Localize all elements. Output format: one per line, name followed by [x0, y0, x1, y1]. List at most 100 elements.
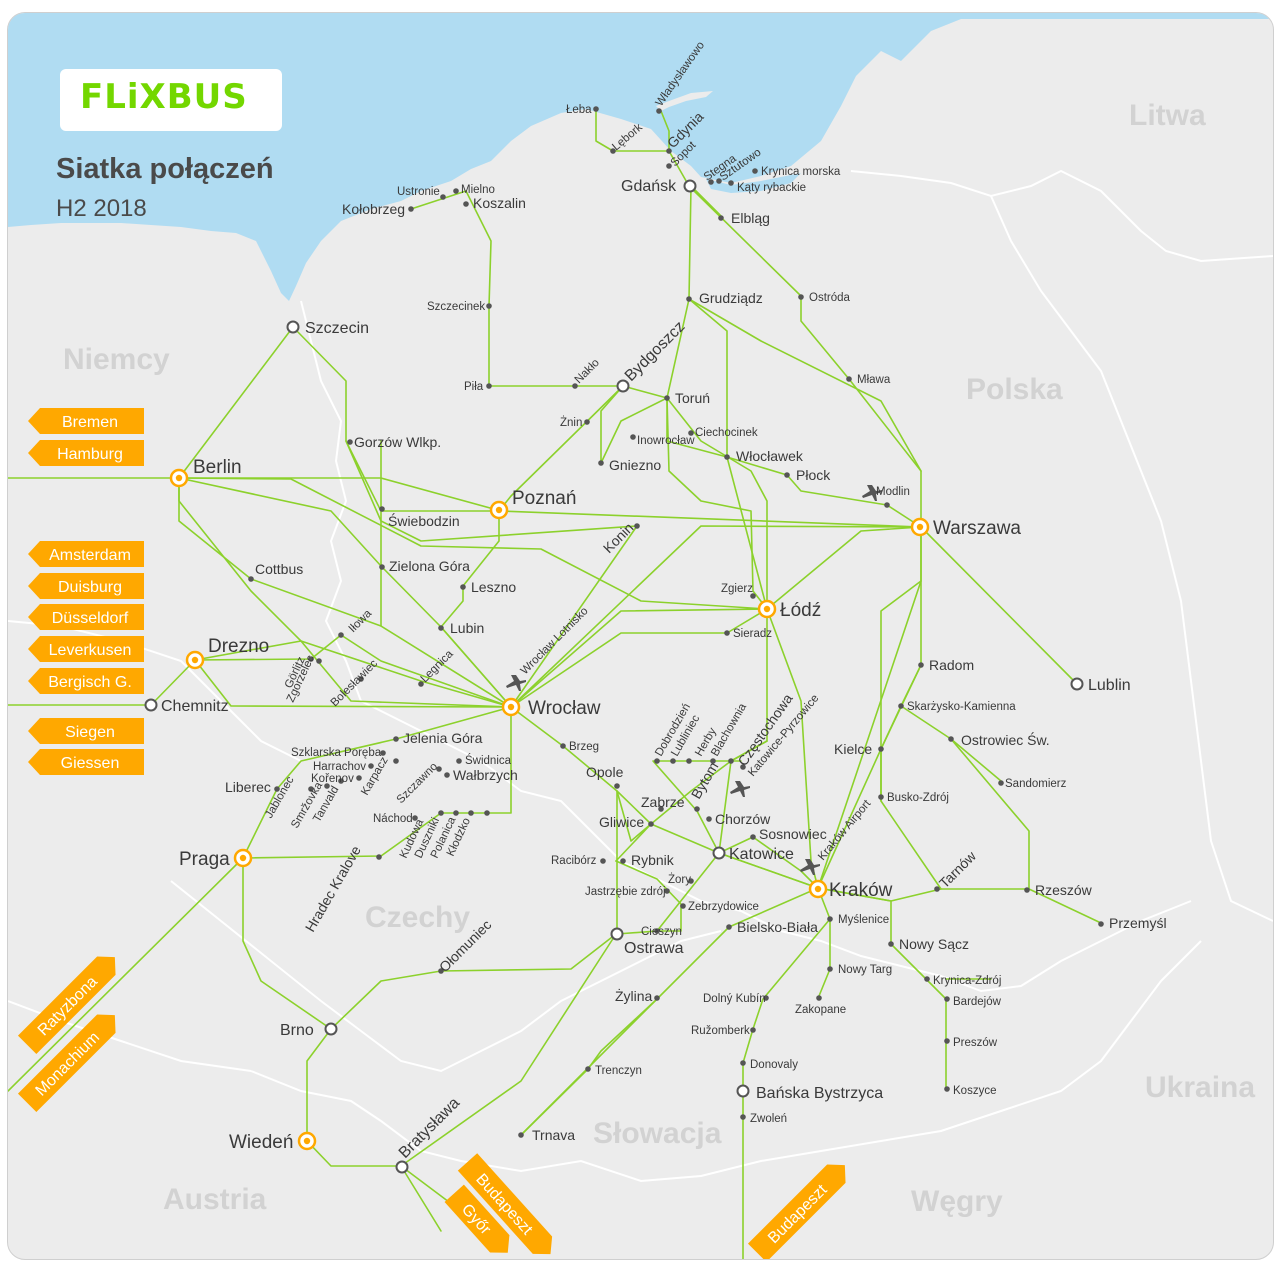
- city-label: Inowrocław: [637, 435, 695, 447]
- destination-arrow[interactable]: Siegen: [28, 718, 144, 744]
- destination-arrow[interactable]: Duisburg: [28, 573, 144, 599]
- destination-arrow[interactable]: Leverkusen: [28, 636, 144, 662]
- city-label: Rybnik: [631, 852, 675, 868]
- city-label: Ciechocinek: [695, 427, 758, 439]
- destination-arrow[interactable]: Giessen: [28, 749, 144, 775]
- city-label: Nakło: [573, 357, 602, 386]
- arrow-label: Budapeszt: [765, 1181, 831, 1247]
- city-label: Kořenov: [311, 773, 354, 785]
- city-label: Kraków: [829, 880, 893, 901]
- city-label: Brno: [280, 1022, 314, 1039]
- country-borders: [8, 169, 1273, 1183]
- lagoon: [706, 173, 801, 193]
- city-label: Liberec: [225, 779, 271, 795]
- country-label: Ukraina: [1145, 1071, 1255, 1104]
- city-label: Poznań: [512, 488, 576, 509]
- city-label: Bydgoszcz: [622, 318, 689, 385]
- city-label: Bytom: [688, 759, 722, 801]
- country-label: Słowacja: [593, 1117, 722, 1150]
- city-label: Bańska Bystrzyca: [756, 1085, 883, 1102]
- city-label: Bardejów: [953, 996, 1002, 1008]
- country-label: Litwa: [1129, 99, 1206, 132]
- city-label: Myślenice: [838, 914, 889, 926]
- city-label: Zebrzydowice: [688, 901, 759, 913]
- city-label: Preszów: [953, 1037, 998, 1049]
- city-label: Kielce: [834, 741, 872, 757]
- baltic-sea: [8, 13, 1273, 301]
- city-label: Cieszyn: [641, 926, 682, 938]
- city-label: Krynica-Zdrój: [933, 975, 1001, 987]
- city-label: Wiedeń: [229, 1132, 293, 1153]
- city-label: Szklarska Poręba: [291, 747, 382, 759]
- city-label: Mielno: [461, 184, 495, 196]
- city-label: Gliwice: [599, 814, 644, 830]
- city-label: Gorzów Wlkp.: [354, 434, 441, 450]
- city-label: Szczecin: [305, 320, 369, 337]
- map-title: Siatka połączeń: [56, 153, 274, 185]
- destination-arrow[interactable]: Düsseldorf: [28, 604, 144, 630]
- city-label: Rzeszów: [1035, 882, 1093, 898]
- city-label: Żylina: [615, 987, 653, 1004]
- city-label: Berlin: [193, 457, 242, 478]
- country-label: Polska: [966, 373, 1063, 406]
- destination-arrow[interactable]: Hamburg: [28, 440, 144, 466]
- arrow-label: Giessen: [61, 755, 120, 772]
- major-station-markers: [144, 179, 1084, 1174]
- city-label: Kąty rybackie: [737, 182, 806, 194]
- city-label: Zwoleń: [750, 1113, 787, 1125]
- destination-arrow[interactable]: Bremen: [28, 408, 144, 434]
- city-label: Koszyce: [953, 1085, 996, 1097]
- city-label: Donovaly: [750, 1059, 798, 1071]
- country-label: Czechy: [365, 901, 470, 934]
- city-label: Sosnowiec: [759, 826, 827, 842]
- country-label: Austria: [163, 1183, 267, 1216]
- hub-labels: Berlin Poznań Warszawa Łódź Wrocław Drez…: [179, 457, 1021, 1153]
- city-label: Konin: [600, 519, 637, 556]
- city-label: Zakopane: [795, 1004, 846, 1016]
- city-label: Świebodzin: [388, 512, 460, 529]
- left-arrows[interactable]: BremenHamburgAmsterdamDuisburgDüsseldorf…: [28, 408, 144, 775]
- city-label: Náchod: [373, 813, 413, 825]
- city-label: Sandomierz: [1005, 778, 1067, 790]
- city-label: Lębork: [610, 121, 645, 153]
- city-label: Lublin: [1088, 677, 1131, 694]
- city-label: Szczawno: [395, 761, 441, 807]
- map-subtitle: H2 2018: [56, 195, 147, 222]
- city-label: Ostrawa: [624, 940, 684, 957]
- city-label: Zielona Góra: [389, 558, 470, 574]
- city-label: Leszno: [471, 579, 516, 595]
- city-label: Chemnitz: [161, 698, 229, 715]
- city-label: Mława: [857, 374, 891, 386]
- logo-box: [60, 69, 282, 131]
- city-label: Grudziądz: [699, 290, 763, 306]
- city-label: Szczecinek: [427, 301, 485, 313]
- city-label: Żory: [668, 873, 691, 886]
- city-label: Świdnica: [465, 754, 512, 767]
- city-label: Krynica morska: [761, 166, 841, 178]
- destination-arrow[interactable]: Budapeszt: [747, 1156, 854, 1259]
- city-label: Wrocław: [528, 698, 601, 719]
- city-label: Brzeg: [569, 741, 599, 753]
- arrow-label: Siegen: [65, 724, 115, 741]
- map-frame: Litwa Niemcy Polska Czechy Słowacja Aust…: [7, 12, 1274, 1260]
- arrow-label: Bremen: [62, 414, 118, 431]
- city-label: Zgierz: [721, 583, 753, 595]
- city-label: Lubin: [450, 620, 484, 636]
- arrow-label: Hamburg: [57, 446, 123, 463]
- city-label: Dolný Kubín: [703, 993, 766, 1005]
- arrow-label: Duisburg: [58, 579, 122, 596]
- city-label: Piła: [464, 381, 484, 393]
- arrow-label: Leverkusen: [49, 642, 132, 659]
- city-label: Jastrzębie zdrój: [585, 886, 666, 898]
- city-label: Radom: [929, 657, 974, 673]
- destination-arrow[interactable]: Bergisch G.: [28, 668, 144, 694]
- city-label: Gniezno: [609, 457, 661, 473]
- hub-markers: [169, 468, 930, 1151]
- city-label: Drezno: [208, 636, 269, 657]
- airport-icon: [506, 485, 882, 875]
- city-label: Trnava: [532, 1127, 575, 1143]
- country-label: Węgry: [911, 1185, 1003, 1218]
- city-label: Przemyśl: [1109, 915, 1167, 931]
- destination-arrow[interactable]: Amsterdam: [28, 541, 144, 567]
- city-label: Łódź: [780, 600, 821, 621]
